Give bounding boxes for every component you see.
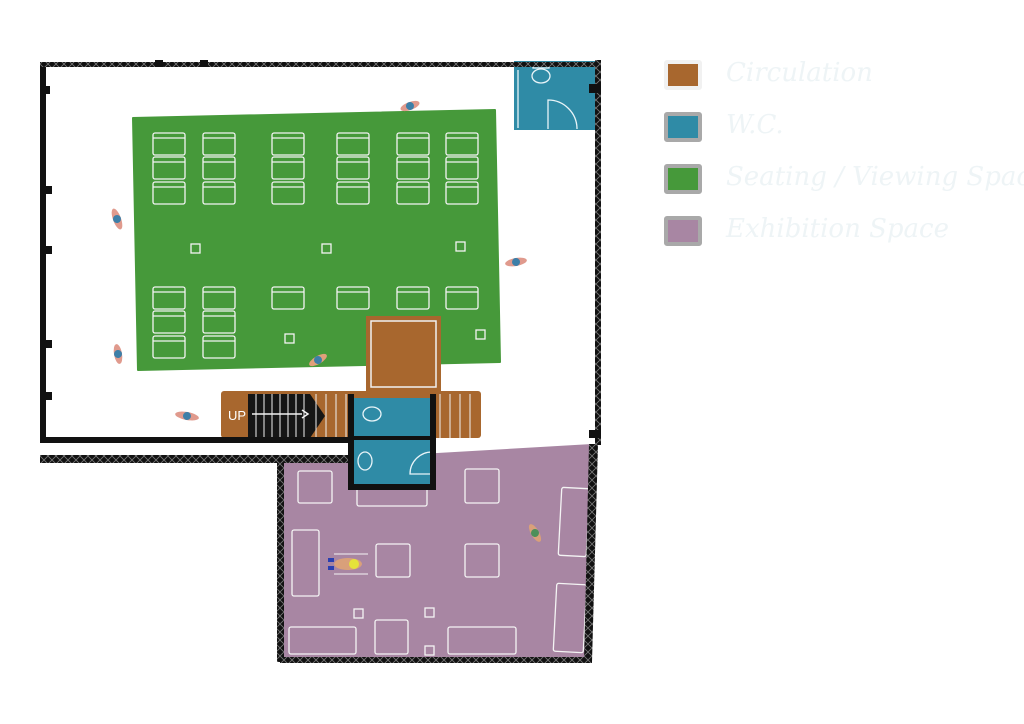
chair [202,335,236,359]
wc-upper [514,61,598,130]
door-swing-icon [409,70,578,475]
building-walls [40,60,601,663]
person-icon [113,344,123,364]
chair [445,132,479,156]
chair [152,335,186,359]
chair [152,286,186,310]
person-icon [175,411,199,421]
person-icon [328,553,368,575]
legend-label-exhibition: Exhibition Space [726,214,949,244]
legend-label-wc: W.C. [726,110,784,140]
legend-item-circulation: Circulation [660,56,1000,108]
chair [271,181,305,205]
exhibition-zone [283,444,592,660]
seating-viewing-zone [132,109,501,371]
legend-item-wc: W.C. [660,108,1000,160]
chair [336,156,370,180]
chair [152,156,186,180]
person-icon [309,353,327,367]
person-icon [400,100,420,112]
chair [271,286,305,310]
chair [396,156,430,180]
legend-swatch-circulation [664,60,702,90]
legend-item-exhibition: Exhibition Space [660,212,1000,264]
chair [336,286,370,310]
chair [202,132,236,156]
chair [202,310,236,334]
wc-lower [352,440,432,488]
chair [336,132,370,156]
circulation-landing [366,316,441,392]
chair [271,132,305,156]
chair [396,132,430,156]
seating-posts [190,241,486,344]
person-icon [528,524,542,542]
legend-swatch-seating [664,164,702,194]
person-icon [505,257,527,267]
legend-swatch-exhibition [664,216,702,246]
stair-up-label: UP [228,408,246,423]
seating-chairs [152,132,479,359]
chair [396,181,430,205]
chair [152,132,186,156]
legend: Circulation W.C. Seating / Viewing Space… [660,56,1024,264]
chair [271,156,305,180]
legend-item-seating: Seating / Viewing Space [660,160,1024,212]
chair [445,181,479,205]
legend-label-circulation: Circulation [726,58,873,88]
chair [396,286,430,310]
chair [152,310,186,334]
chair [336,181,370,205]
legend-label-seating: Seating / Viewing Space [726,162,1024,192]
chair [152,181,186,205]
chair [202,286,236,310]
staircase: UP [228,394,471,438]
chair [202,156,236,180]
chair [445,286,479,310]
legend-swatch-wc [664,112,702,142]
person-icon [111,208,123,230]
chair [202,181,236,205]
chair [445,156,479,180]
